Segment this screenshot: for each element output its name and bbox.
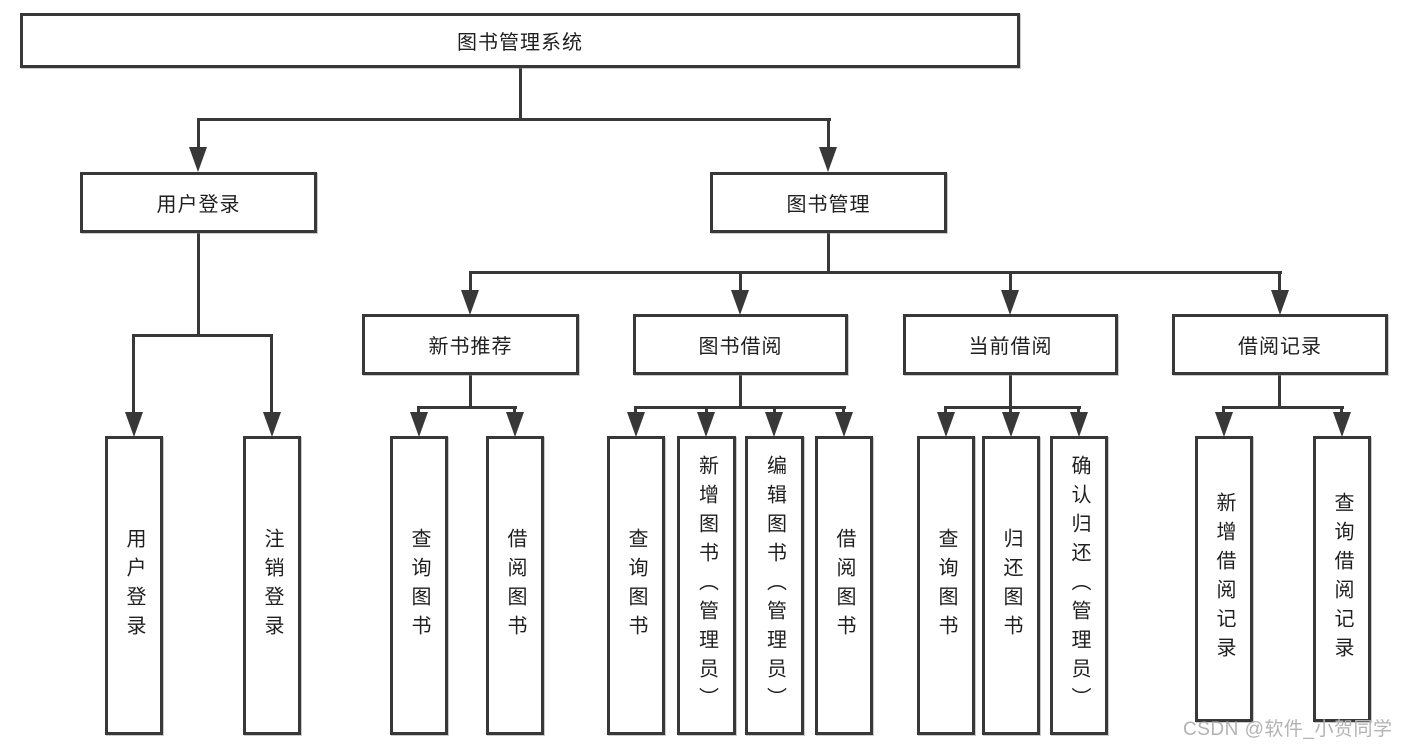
leaf-add-borrow-record-label: 新增借阅记录 (1213, 492, 1235, 666)
arrow-down-icon (1333, 412, 1351, 437)
arrow-down-icon (819, 147, 837, 172)
csdn-watermark: CSDN @软件_小贺同学 (1183, 719, 1393, 740)
leaf-add-books-admin: 新增图书（管理员） (677, 436, 736, 735)
connector-to-new-book-recommend (469, 271, 472, 292)
connector-to-book-borrow (739, 271, 742, 292)
arrow-down-icon (125, 412, 143, 437)
arrow-down-icon (1271, 290, 1289, 315)
leaf-query-books-recommend: 查询图书 (390, 436, 448, 735)
connector-to-book-management (827, 118, 830, 150)
node-root-system: 图书管理系统 (20, 13, 1020, 68)
arrow-down-icon (937, 412, 955, 437)
node-book-borrow: 图书借阅 (633, 314, 848, 375)
connector-leaf-stub (1009, 406, 1012, 415)
leaf-query-books-borrow: 查询图书 (607, 436, 665, 735)
connector-root-split (197, 118, 831, 121)
node-current-borrow-label: 当前借阅 (968, 336, 1053, 358)
connector-leaf-stub (773, 406, 776, 415)
leaf-user-login: 用户登录 (105, 436, 163, 735)
arrow-down-icon (1002, 412, 1020, 437)
arrow-down-icon (1001, 290, 1019, 315)
connector-recommend-stem (469, 374, 472, 408)
connector-leaf-stub (417, 406, 420, 415)
leaf-query-borrow-record: 查询借阅记录 (1313, 436, 1371, 722)
leaf-user-login-label: 用户登录 (123, 527, 145, 644)
node-new-book-recommend-label: 新书推荐 (428, 336, 513, 358)
arrow-down-icon (765, 412, 783, 437)
arrow-down-icon (410, 412, 428, 437)
leaf-add-borrow-record: 新增借阅记录 (1195, 436, 1253, 722)
connector-leaf-stub (513, 406, 516, 415)
leaf-return-books: 归还图书 (982, 436, 1040, 735)
connector-book-management-stem (827, 233, 830, 273)
connector-current-stem (1009, 374, 1012, 408)
connector-leaf-stub (944, 406, 947, 415)
connector-current-split (944, 406, 1081, 409)
node-book-borrow-label: 图书借阅 (698, 336, 783, 358)
leaf-borrow-books-borrow-label: 借阅图书 (833, 527, 855, 644)
connector-to-leaf-logout (270, 334, 273, 414)
connector-book-management-split (469, 271, 1282, 274)
leaf-edit-books-admin: 编辑图书（管理员） (745, 436, 804, 735)
connector-leaf-stub (1222, 406, 1225, 415)
node-book-management: 图书管理 (710, 172, 947, 233)
leaf-confirm-return-admin-label: 确认归还（管理员） (1068, 455, 1090, 716)
leaf-confirm-return-admin: 确认归还（管理员） (1050, 436, 1108, 735)
leaf-borrow-books-recommend: 借阅图书 (486, 436, 544, 735)
leaf-logout: 注销登录 (243, 436, 301, 735)
connector-to-user-login (197, 118, 200, 150)
arrow-down-icon (461, 290, 479, 315)
node-new-book-recommend: 新书推荐 (362, 314, 579, 375)
node-root-label: 图书管理系统 (457, 32, 583, 54)
connector-to-borrow-records (1278, 271, 1281, 292)
arrow-down-icon (835, 412, 853, 437)
connector-leaf-stub (1077, 406, 1080, 415)
connector-user-login-split (132, 334, 273, 337)
arrow-down-icon (697, 412, 715, 437)
node-current-borrow: 当前借阅 (903, 314, 1118, 375)
connector-leaf-stub (705, 406, 708, 415)
node-borrow-records-label: 借阅记录 (1238, 336, 1322, 358)
arrow-down-icon (189, 147, 207, 172)
node-user-login-label: 用户登录 (156, 194, 241, 216)
arrow-down-icon (263, 412, 281, 437)
node-borrow-records: 借阅记录 (1172, 314, 1388, 375)
connector-records-split (1222, 406, 1344, 409)
leaf-borrow-books-recommend-label: 借阅图书 (504, 527, 526, 644)
connector-root-stem (519, 68, 522, 120)
connector-borrow-split (634, 406, 846, 409)
leaf-query-books-recommend-label: 查询图书 (408, 527, 430, 644)
arrow-down-icon (731, 290, 749, 315)
leaf-query-borrow-record-label: 查询借阅记录 (1331, 492, 1353, 666)
leaf-query-books-current-label: 查询图书 (935, 527, 957, 644)
arrow-down-icon (627, 412, 645, 437)
connector-user-login-stem (197, 233, 200, 336)
connector-borrow-stem (739, 374, 742, 408)
leaf-borrow-books-borrow: 借阅图书 (815, 436, 873, 735)
connector-leaf-stub (1340, 406, 1343, 415)
connector-leaf-stub (634, 406, 637, 415)
node-book-management-label: 图书管理 (786, 194, 871, 216)
arrow-down-icon (1215, 412, 1233, 437)
node-user-login: 用户登录 (80, 172, 317, 233)
connector-to-leaf-user-login (132, 334, 135, 414)
arrow-down-icon (1070, 412, 1088, 437)
leaf-query-books-borrow-label: 查询图书 (625, 527, 647, 644)
leaf-query-books-current: 查询图书 (917, 436, 975, 735)
connector-to-current-borrow (1009, 271, 1012, 292)
leaf-return-books-label: 归还图书 (1000, 527, 1022, 644)
connector-leaf-stub (842, 406, 845, 415)
arrow-down-icon (506, 412, 524, 437)
connector-records-stem (1278, 374, 1281, 408)
leaf-add-books-admin-label: 新增图书（管理员） (695, 455, 718, 716)
leaf-edit-books-admin-label: 编辑图书（管理员） (763, 455, 786, 716)
connector-recommend-split (417, 406, 517, 409)
leaf-logout-label: 注销登录 (261, 527, 283, 644)
